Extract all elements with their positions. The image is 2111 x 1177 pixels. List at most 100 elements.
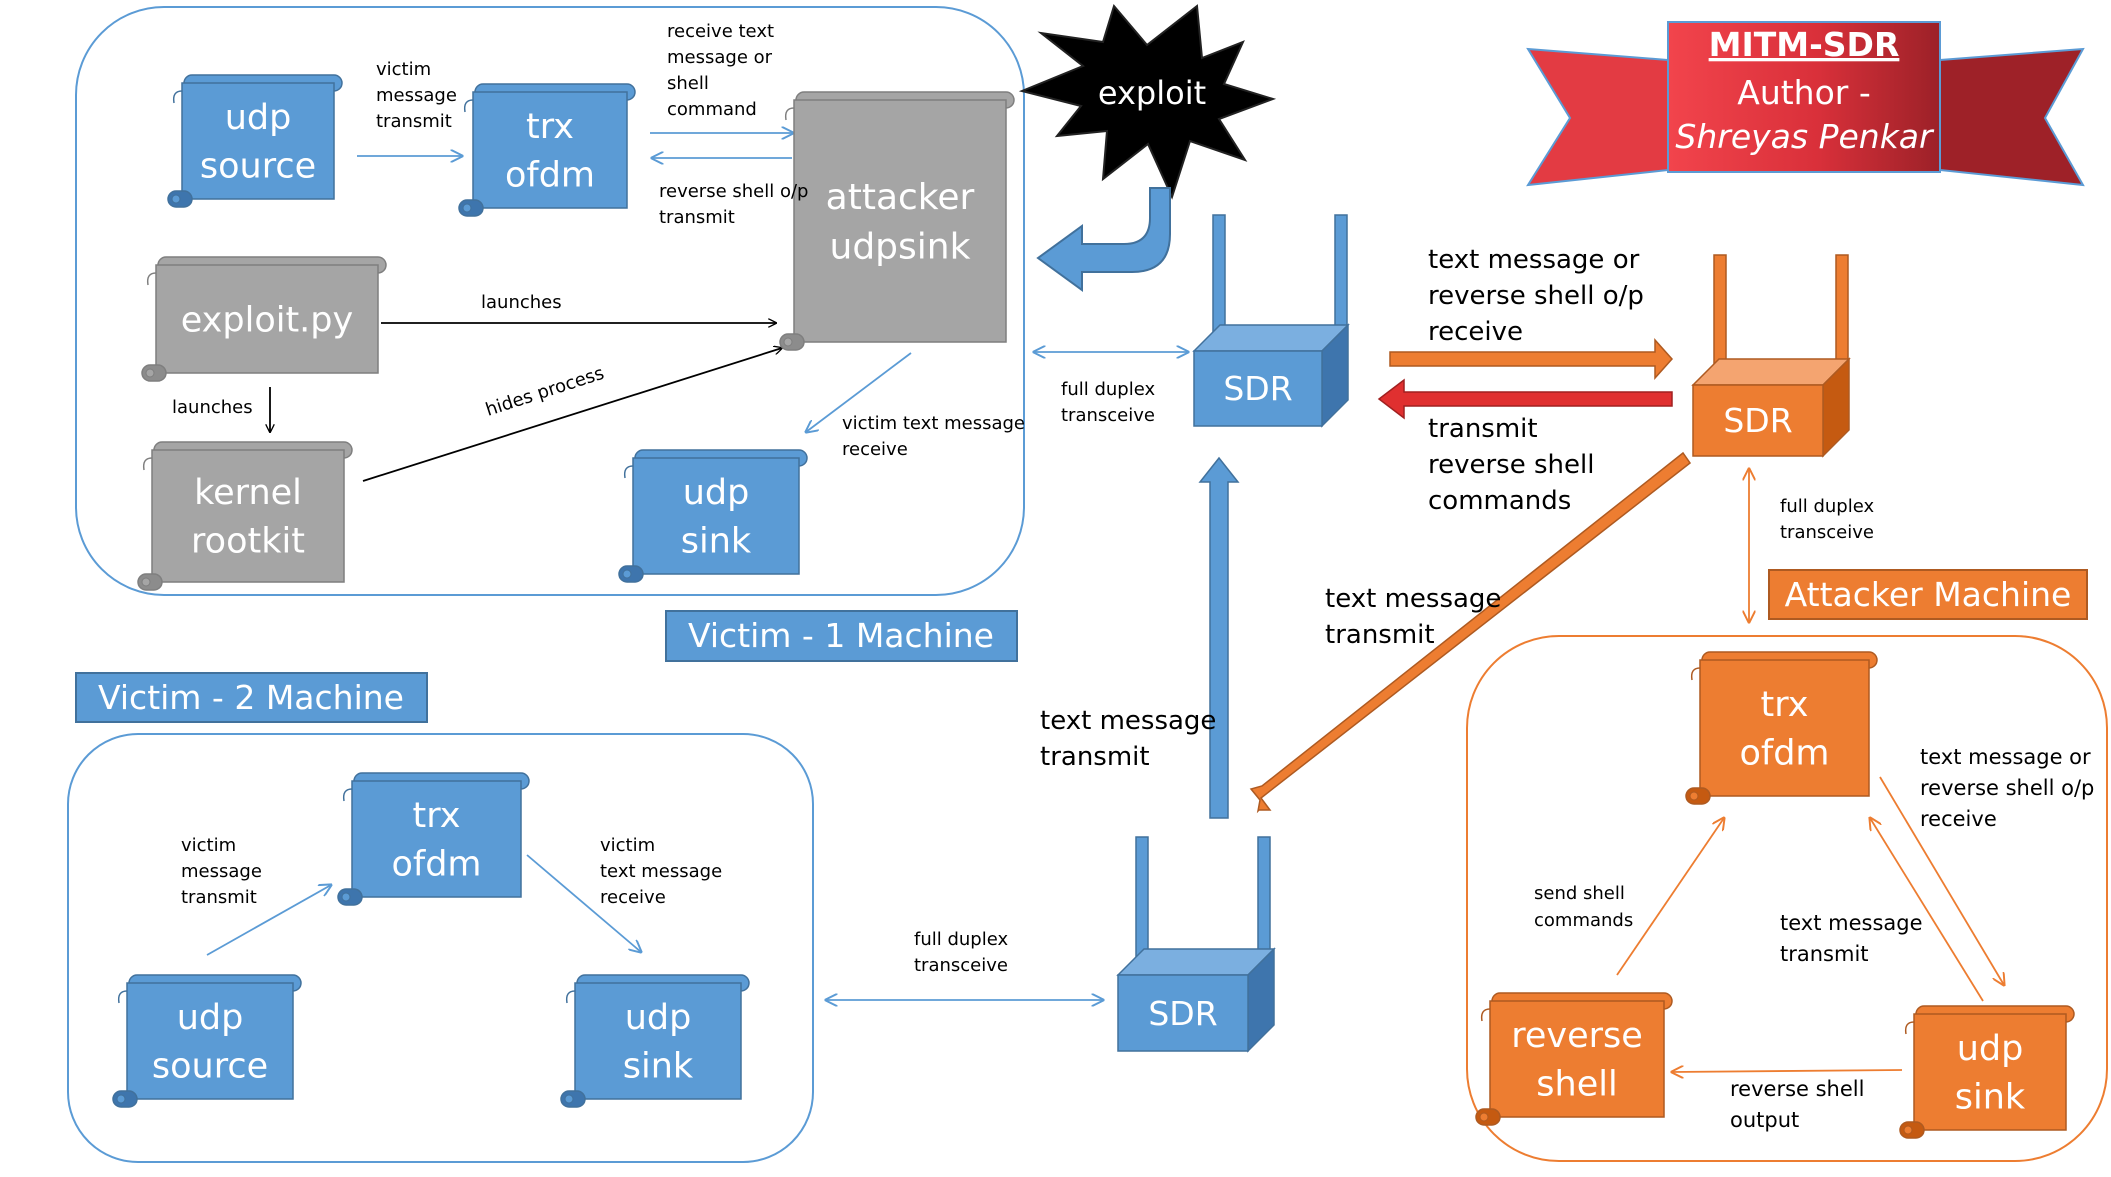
v2-label-victim-text-receive-line: text message xyxy=(600,861,722,882)
v1-attacker-udpsink: attacker udpsink xyxy=(779,91,1015,351)
link-label-full-duplex-v1-line: full duplex xyxy=(1061,379,1155,400)
v1-udp-source-label-line: source xyxy=(200,146,316,186)
v1-label-receive-text-line: command xyxy=(667,99,757,120)
arrow-attacker-receive xyxy=(1389,338,1674,380)
v2-udp-source-label-line: udp xyxy=(177,998,244,1038)
sdr-top: SDR xyxy=(1192,214,1350,428)
link-label-full-duplex-att-line: transceive xyxy=(1780,522,1874,543)
v2-label-victim-text-receive-line: victim xyxy=(600,835,655,856)
v2-label-victim-text-receive-line: receive xyxy=(600,887,666,908)
v1-label-receive-text: receive text message or shell command xyxy=(667,21,774,120)
victim2-label: Victim - 2 Machine xyxy=(75,672,428,723)
att-reverse-shell: reverse shell xyxy=(1475,992,1673,1126)
att-udp-sink-label-line: udp xyxy=(1957,1029,2024,1069)
v1-label-launches-right: launches xyxy=(481,292,562,313)
att-label-send-shell: send shell commands xyxy=(1534,883,1633,931)
v2-label-victim-message-transmit-line: victim xyxy=(181,835,236,856)
link-label-full-duplex-v2-line: transceive xyxy=(914,955,1008,976)
v1-label-receive-text-line: message or xyxy=(667,47,773,68)
att-label-text-transmit-line: transmit xyxy=(1780,942,1869,966)
v2-arrow-trx-sink xyxy=(526,854,641,952)
link-label-full-duplex-att: full duplex transceive xyxy=(1780,496,1874,543)
v1-exploit-py: exploit.py xyxy=(141,256,387,382)
v1-label-launches-down: launches xyxy=(172,397,253,418)
v1-label-victim-message-transmit: victim message transmit xyxy=(376,59,457,132)
v2-udp-source: udp source xyxy=(112,974,302,1108)
sdr-attacker: SDR xyxy=(1691,254,1851,458)
v2-arrow-source-trx xyxy=(206,885,331,956)
v1-attacker-udpsink-label-line: udpsink xyxy=(830,226,971,267)
exploit-bent-arrow xyxy=(1036,187,1171,292)
att-reverse-shell-label-line: reverse xyxy=(1511,1016,1643,1056)
v1-label-receive-text-line: shell xyxy=(667,73,709,94)
victim1-machine-box xyxy=(75,6,1025,596)
att-trx-ofdm-label-line: ofdm xyxy=(1739,733,1829,773)
link-label-text-or-reverse-line: text message or xyxy=(1428,245,1640,275)
link-label-full-duplex-v1-line: transceive xyxy=(1061,405,1155,426)
v1-exploit-py-label-line: exploit.py xyxy=(181,300,354,340)
v1-trx-ofdm-label-line: ofdm xyxy=(505,155,595,195)
v1-label-victim-message-transmit-line: message xyxy=(376,85,457,106)
link-label-transmit-reverse-line: commands xyxy=(1428,486,1571,516)
svg-text:Victim - 1 Machine: Victim - 1 Machine xyxy=(688,616,994,655)
v1-arrow-attacker-udpsink xyxy=(806,352,912,432)
arrow-attacker-transmit xyxy=(1377,378,1673,420)
v2-label-victim-message-transmit-line: transmit xyxy=(181,887,257,908)
v1-label-receive-text-line: receive text xyxy=(667,21,774,42)
sdr-top-label: SDR xyxy=(1223,369,1292,408)
arrow-sdr-bottom-to-sdr-top xyxy=(1198,456,1240,819)
scroll-nodes: udpsourcetrxofdmattackerudpsinkexploit.p… xyxy=(112,74,2075,1139)
v1-trx-ofdm-label-line: trx xyxy=(526,107,574,147)
v2-udp-source-label-line: source xyxy=(152,1046,268,1086)
link-label-text-transmit-att-line: text message xyxy=(1325,584,1501,614)
att-udp-sink: udp sink xyxy=(1899,1005,2075,1139)
att-label-text-or-reverse-line: text message or xyxy=(1920,745,2091,769)
att-udp-sink-label-line: sink xyxy=(1955,1077,2026,1117)
v1-attacker-udpsink-label-line: attacker xyxy=(826,177,975,218)
attacker-label: Attacker Machine xyxy=(1768,569,2088,620)
v1-label-victim-text-receive-line: receive xyxy=(842,439,908,460)
link-label-transmit-reverse-line: transmit xyxy=(1428,414,1538,444)
v1-udp-sink-label-line: sink xyxy=(681,521,752,561)
att-arrow-shell-trx xyxy=(1616,818,1724,976)
v2-udp-sink-label-line: sink xyxy=(623,1046,694,1086)
banner-title: MITM-SDR xyxy=(1709,25,1900,64)
att-label-text-transmit-line: text message xyxy=(1780,911,1923,935)
v2-label-victim-message-transmit-line: message xyxy=(181,861,262,882)
link-label-text-transmit-v-line: transmit xyxy=(1040,742,1150,772)
v1-udp-source-label-line: udp xyxy=(225,98,292,138)
link-label-full-duplex-v1: full duplex transceive xyxy=(1061,379,1155,426)
sdr-attacker-label: SDR xyxy=(1723,401,1792,440)
att-reverse-shell-label-line: shell xyxy=(1536,1064,1617,1104)
v1-label-victim-text-receive-line: victim text message xyxy=(842,413,1025,434)
link-label-full-duplex-att-line: full duplex xyxy=(1780,496,1874,517)
v1-udp-sink-label-line: udp xyxy=(683,473,750,513)
v1-arrow-rootkit-attacker xyxy=(362,348,782,482)
svg-text:Attacker Machine: Attacker Machine xyxy=(1785,575,2072,614)
att-arrow-trx-sink xyxy=(1879,776,2004,985)
att-label-reverse-shell-output-line: reverse shell xyxy=(1730,1077,1864,1101)
att-label-text-or-reverse-line: receive xyxy=(1920,807,1997,831)
v2-label-victim-message-transmit: victim message transmit xyxy=(181,835,262,908)
att-label-send-shell-line: send shell xyxy=(1534,883,1625,904)
attacker-machine-box xyxy=(1466,635,2108,1162)
v1-label-hides-process-line: hides process xyxy=(483,363,607,421)
link-label-text-transmit-att-line: transmit xyxy=(1325,620,1435,650)
v2-label-victim-text-receive: victim text message receive xyxy=(600,835,722,908)
v1-label-victim-message-transmit-line: transmit xyxy=(376,111,452,132)
arrow-attacker-to-sdr-bottom xyxy=(1249,451,1692,814)
v1-trx-ofdm: trx ofdm xyxy=(458,83,636,217)
victim1-label: Victim - 1 Machine xyxy=(665,610,1018,662)
v1-label-victim-message-transmit-line: victim xyxy=(376,59,431,80)
v1-kernel-rootkit-label-line: rootkit xyxy=(191,521,305,561)
att-label-send-shell-line: commands xyxy=(1534,910,1633,931)
v1-udp-sink: udp sink xyxy=(618,449,808,583)
link-label-text-or-reverse-line: reverse shell o/p xyxy=(1428,281,1644,311)
